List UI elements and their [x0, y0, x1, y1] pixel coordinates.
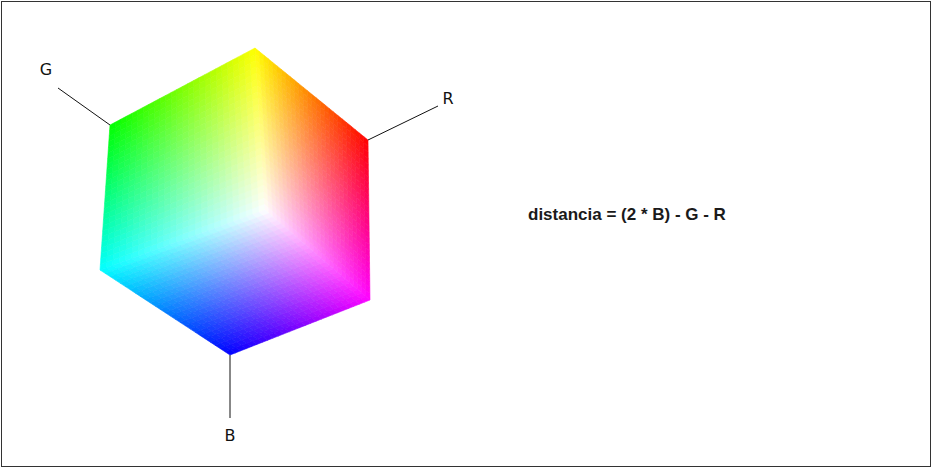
- cube-shade-cell: [272, 62, 277, 72]
- cube-shade-cell: [143, 104, 149, 113]
- cube-shade-cell: [298, 83, 303, 93]
- cube-shade-cell: [210, 69, 216, 78]
- cube-shade-cell: [188, 81, 194, 90]
- cube-shade-cell: [285, 73, 290, 83]
- cube-shade-cell: [233, 57, 239, 66]
- cube-shade-cell: [132, 110, 138, 119]
- cube-shade-cell: [115, 119, 121, 128]
- cube-shade-cell: [255, 48, 260, 58]
- cube-shade-cell: [177, 87, 183, 96]
- cube-shade-cell: [121, 116, 127, 125]
- cube-shade-cell: [312, 94, 317, 104]
- cube-shade-cell: [307, 90, 312, 100]
- cube-shade-cell: [238, 54, 244, 63]
- cube-shade-cell: [338, 115, 342, 125]
- cube-shade-cell: [320, 101, 325, 111]
- cube-shade-cell: [227, 60, 233, 69]
- cube-shade-cell: [154, 98, 160, 107]
- cube-shade-cell: [249, 48, 255, 57]
- cube-shade-cell: [364, 136, 368, 146]
- cube-shade-cell: [351, 126, 355, 136]
- cube-shade-cell: [346, 122, 350, 132]
- cube-shade-cell: [264, 55, 269, 65]
- cube-shade-cell: [183, 84, 189, 93]
- cube-shade-cell: [126, 113, 132, 122]
- r-axis-line: [368, 106, 438, 140]
- cube-shade-cell: [205, 72, 211, 81]
- cube-shade-cell: [303, 87, 308, 97]
- g-axis-line: [58, 88, 110, 125]
- cube-shade-cell: [277, 66, 282, 76]
- rgb-cube: [100, 48, 370, 355]
- cube-shade-cell: [160, 95, 166, 104]
- cube-shade-cell: [138, 107, 144, 116]
- cube-shade-cell: [110, 122, 116, 131]
- cube-shade-cell: [355, 129, 359, 139]
- cube-shade-cell: [333, 112, 338, 122]
- b-axis-line: [230, 355, 231, 418]
- cube-shade-cell: [244, 51, 250, 60]
- cube-shade-cell: [268, 59, 273, 69]
- cube-shade-cell: [216, 66, 222, 75]
- cube-shade-cell: [290, 76, 295, 86]
- cube-shade-cell: [342, 119, 346, 129]
- cube-shade-cell: [149, 101, 155, 110]
- cube-shade-cell: [222, 63, 228, 72]
- cube-shade-cell: [294, 80, 299, 90]
- cube-shade-cell: [199, 75, 205, 84]
- cube-shade-cell: [325, 105, 330, 115]
- cube-shade-cell: [359, 133, 363, 143]
- cube-shade-cell: [329, 108, 334, 118]
- cube-shade-cell: [316, 98, 321, 108]
- cube-shade-cell: [166, 92, 172, 101]
- cube-shade-cell: [259, 52, 264, 62]
- cube-shade-cell: [194, 78, 200, 87]
- cube-shade-cell: [281, 69, 286, 79]
- cube-shade-cell: [171, 89, 177, 98]
